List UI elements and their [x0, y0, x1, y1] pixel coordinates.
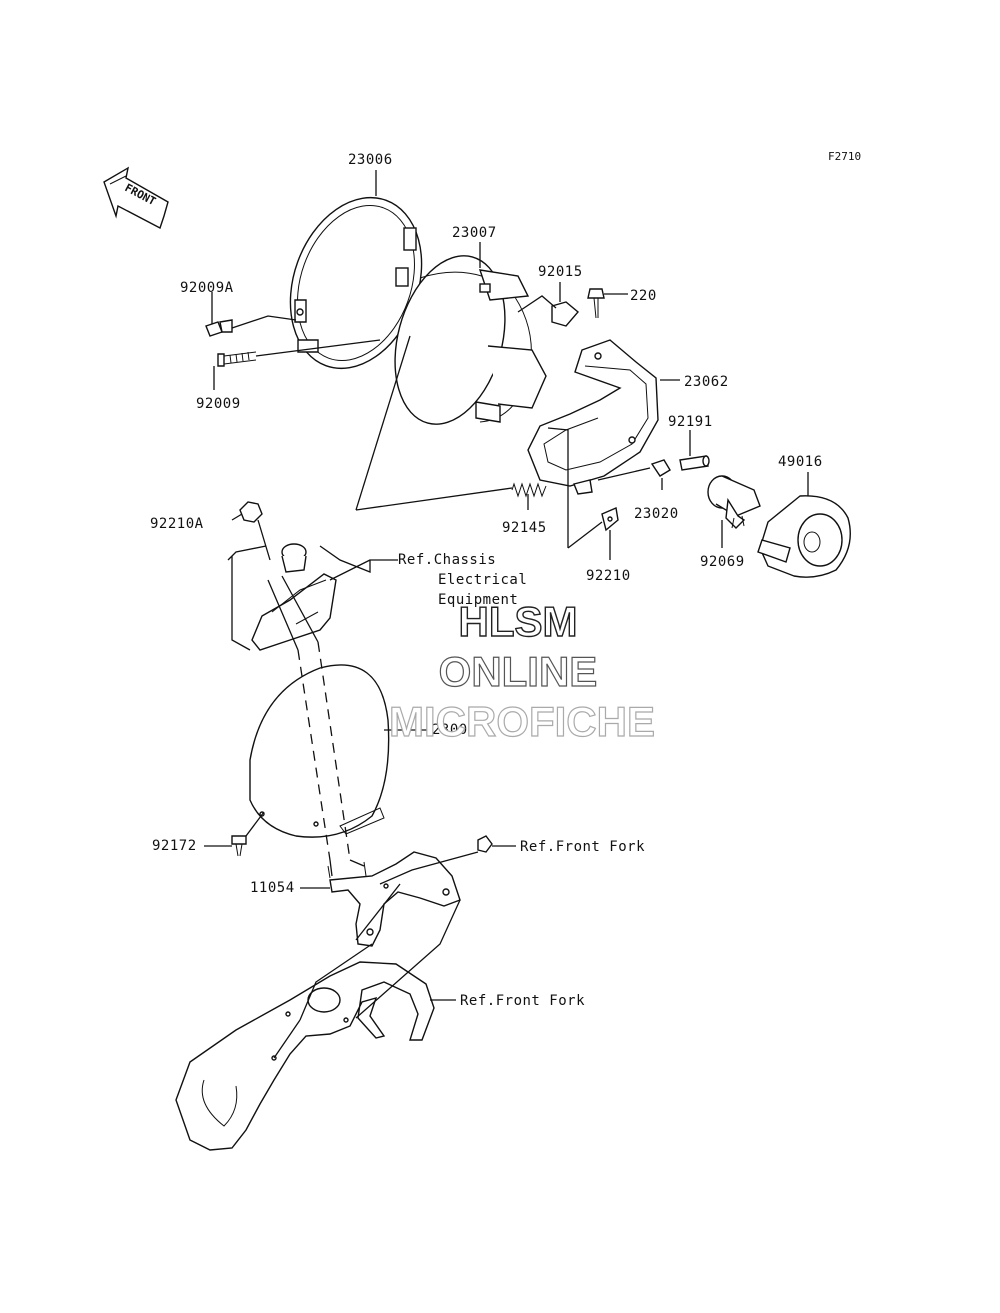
- label-92191: 92191: [668, 414, 713, 430]
- label-92210: 92210: [586, 568, 631, 584]
- headlight-unit-23007: [394, 255, 547, 425]
- label-92145: 92145: [502, 520, 547, 536]
- ref-front-fork-1: Ref.Front Fork: [520, 839, 645, 855]
- reference-labels: Ref.Chassis Electrical Equipment Ref.Fro…: [398, 552, 645, 1009]
- label-92172: 92172: [152, 838, 197, 854]
- label-23006: 23006: [348, 152, 393, 168]
- plate-92210: [601, 507, 619, 532]
- screw-92172: [231, 835, 247, 857]
- ref-chassis-line1: Ref.Chassis: [398, 552, 496, 568]
- ref-chassis-line2: Electrical: [438, 572, 527, 588]
- connector-23020: [650, 459, 671, 477]
- watermark-line2: ONLINE: [439, 648, 598, 695]
- ref-front-fork-2: Ref.Front Fork: [460, 993, 585, 1009]
- label-23062: 23062: [684, 374, 729, 390]
- label-23020: 23020: [634, 506, 679, 522]
- label-92009A: 92009A: [180, 280, 234, 296]
- part-labels: 23006 23007 92015 220 92009A 92009 23062…: [150, 152, 823, 896]
- label-49016: 49016: [778, 454, 823, 470]
- headlight-bracket: [251, 543, 337, 651]
- label-92210A: 92210A: [150, 516, 204, 532]
- bracket-plate-11054: [327, 851, 461, 947]
- label-220: 220: [630, 288, 657, 304]
- bulb-92069: [707, 475, 761, 529]
- label-23005: 23005: [432, 722, 477, 738]
- dust-cover-49016: [757, 495, 851, 578]
- nut-92210A: [239, 501, 263, 523]
- spring-92145: [511, 482, 547, 498]
- figure-code: F2710: [828, 150, 861, 163]
- bolt-92009: [217, 351, 257, 367]
- watermark: HLSM ONLINE MICROFICHE: [388, 597, 655, 745]
- watermark-line3: MICROFICHE: [389, 698, 655, 745]
- label-92069: 92069: [700, 554, 745, 570]
- bolt-92009A: [205, 319, 233, 337]
- watermark-line1: HLSM: [459, 598, 578, 645]
- leader-lines: [204, 170, 809, 1059]
- pin-92191: [679, 455, 710, 471]
- clip-92015: [551, 301, 579, 327]
- label-92009: 92009: [196, 396, 241, 412]
- label-23007: 23007: [452, 225, 497, 241]
- headlight-shell-23005: [249, 664, 390, 838]
- socket-cover-23062: [527, 339, 659, 495]
- ref-chassis-line3: Equipment: [438, 592, 518, 608]
- front-arrow-icon: FRONT: [103, 166, 169, 230]
- screw-220: [587, 288, 605, 319]
- label-92015: 92015: [538, 264, 583, 280]
- bolt-front-fork: [477, 835, 493, 853]
- label-11054: 11054: [250, 880, 295, 896]
- lower-cover: [175, 961, 435, 1151]
